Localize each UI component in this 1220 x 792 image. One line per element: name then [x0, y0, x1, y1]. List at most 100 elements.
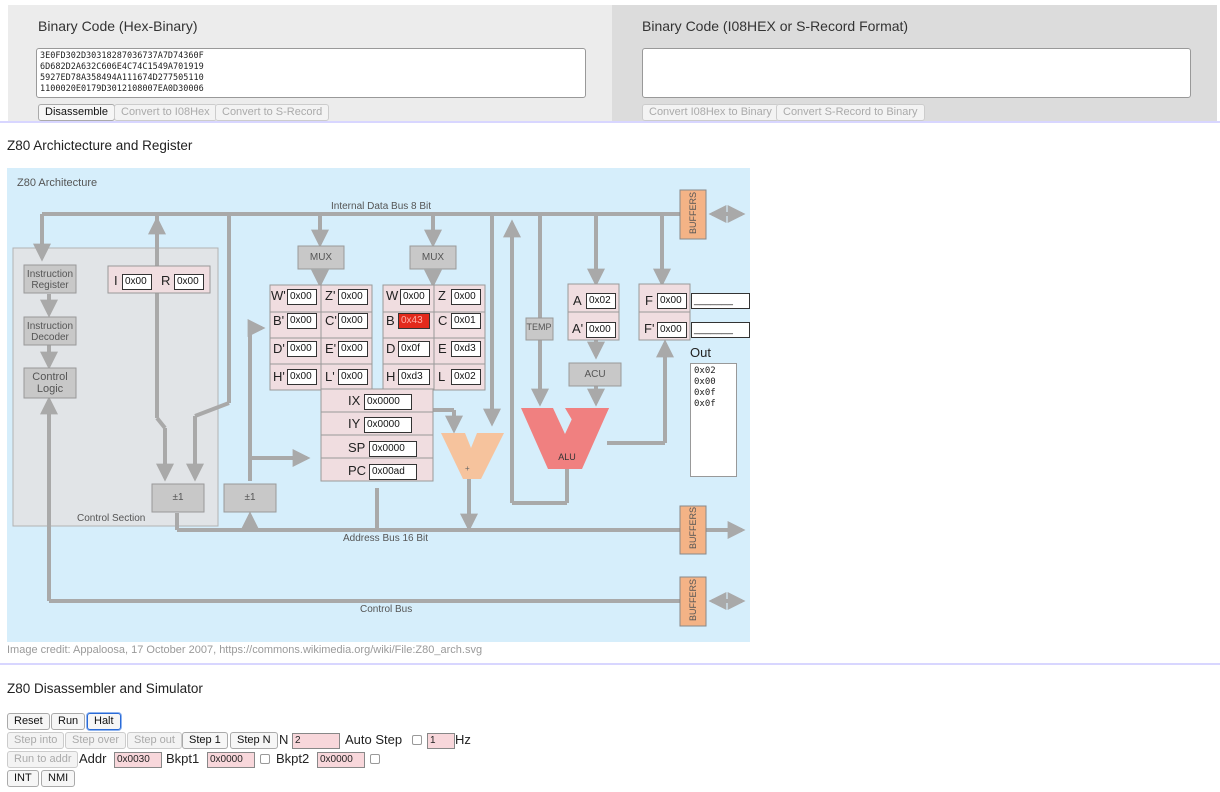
- reg-l-alt-input[interactable]: 0x00: [338, 369, 368, 385]
- hex-panel-title: Binary Code (Hex-Binary): [38, 18, 198, 34]
- addr-label: Addr: [79, 751, 107, 766]
- reg-a-alt-input[interactable]: 0x00: [586, 322, 616, 338]
- hex-code-input[interactable]: 3E0FD302D30318287036737A7D74360F 6D682D2…: [36, 48, 586, 98]
- ihex-panel-title: Binary Code (I08HEX or S-Record Format): [642, 18, 909, 34]
- reg-h-alt-input[interactable]: 0x00: [287, 369, 317, 385]
- z80-architecture-diagram: Z80 Architecture Internal Data Bus 8 Bit…: [7, 168, 750, 642]
- image-credit: Image credit: Appaloosa, 17 October 2007…: [7, 644, 483, 656]
- adder-label: +: [465, 464, 470, 473]
- hz-label: Hz: [455, 732, 471, 747]
- reg-label-z-alt: Z': [325, 288, 336, 303]
- run-button[interactable]: Run: [51, 713, 86, 730]
- reg-label-h-alt: H': [273, 369, 285, 384]
- diagram-title: Z80 Architecture: [17, 177, 98, 189]
- reg-iy-input[interactable]: 0x0000: [364, 417, 412, 433]
- step-n-button[interactable]: Step N: [230, 732, 278, 749]
- convert-to-i08hex-button[interactable]: Convert to I08Hex: [114, 104, 217, 121]
- reg-z-input[interactable]: 0x00: [451, 289, 481, 305]
- flags-f-bits-input[interactable]: _______: [691, 293, 750, 309]
- convert-to-srecord-button[interactable]: Convert to S-Record: [215, 104, 330, 121]
- instruction-register-box: [23, 264, 77, 294]
- halt-button[interactable]: Halt: [87, 713, 121, 730]
- step-n-input[interactable]: 2: [292, 733, 340, 749]
- ihex-code-input[interactable]: [642, 48, 1191, 98]
- reg-label-sp: SP: [348, 440, 366, 455]
- reg-label-w-alt: W': [271, 288, 286, 303]
- reg-c-alt-input[interactable]: 0x00: [338, 313, 368, 329]
- run-to-addr-button[interactable]: Run to addr: [7, 751, 79, 768]
- reg-label-pc: PC: [348, 463, 367, 478]
- ihex-panel: Binary Code (I08HEX or S-Record Format) …: [612, 5, 1217, 121]
- i08hex-to-binary-button[interactable]: Convert I08Hex to Binary: [642, 104, 779, 121]
- control-buffers-label: BUFFERS: [688, 579, 698, 622]
- reg-e-input[interactable]: 0xd3: [451, 341, 481, 357]
- reg-label-w: W: [386, 288, 399, 303]
- inc-left-label: ±1: [172, 492, 184, 503]
- bkpt2-input[interactable]: 0x0000: [317, 752, 365, 768]
- reg-d-input[interactable]: 0x0f: [398, 341, 430, 357]
- auto-step-checkbox[interactable]: [412, 735, 422, 745]
- reg-d-alt-input[interactable]: 0x00: [287, 341, 317, 357]
- auto-step-label: Auto Step: [345, 732, 403, 747]
- arch-section-title: Z80 Archictecture and Register: [7, 138, 193, 153]
- reg-label-iy: IY: [348, 416, 361, 431]
- data-buffers-label: BUFFERS: [688, 192, 698, 235]
- reg-l-input[interactable]: 0x02: [451, 369, 481, 385]
- mux-left-box: [297, 245, 345, 270]
- reg-w-input[interactable]: 0x00: [400, 289, 430, 305]
- reg-pc-input[interactable]: 0x00ad: [369, 464, 417, 480]
- reg-label-l-alt: L': [325, 369, 335, 384]
- control-buffers-box: [679, 576, 707, 627]
- reg-b-input[interactable]: 0x43: [398, 313, 430, 329]
- bkpt1-input[interactable]: 0x0000: [207, 752, 255, 768]
- addr-input[interactable]: 0x0030: [114, 752, 162, 768]
- reg-label-ix: IX: [348, 393, 361, 408]
- reg-r-input[interactable]: 0x00: [174, 274, 204, 290]
- reg-w-alt-input[interactable]: 0x00: [287, 289, 317, 305]
- disassemble-button[interactable]: Disassemble: [38, 104, 115, 121]
- reg-f-input[interactable]: 0x00: [657, 293, 687, 309]
- reg-c-input[interactable]: 0x01: [451, 313, 481, 329]
- reg-i-input[interactable]: 0x00: [122, 274, 152, 290]
- reg-ix-input[interactable]: 0x0000: [364, 394, 412, 410]
- reg-h-input[interactable]: 0xd3: [398, 369, 430, 385]
- step-out-button[interactable]: Step out: [127, 732, 182, 749]
- control-logic-box: [23, 367, 77, 399]
- reg-label-e-alt: E': [325, 341, 337, 356]
- internal-bus-label: Internal Data Bus 8 Bit: [331, 201, 432, 212]
- reg-label-d-alt: D': [273, 341, 285, 356]
- sim-section-title: Z80 Disassembler and Simulator: [7, 681, 203, 696]
- reg-label-r: R: [161, 273, 171, 288]
- divider: [0, 663, 1220, 665]
- reg-e-alt-input[interactable]: 0x00: [338, 341, 368, 357]
- reg-label-c: C: [438, 313, 448, 328]
- flags-f-alt-bits-input[interactable]: _______: [691, 322, 750, 338]
- bkpt2-checkbox[interactable]: [370, 754, 380, 764]
- address-buffers-label: BUFFERS: [688, 507, 698, 550]
- step-into-button[interactable]: Step into: [7, 732, 65, 749]
- reg-a-input[interactable]: 0x02: [586, 293, 616, 309]
- temp-box: [525, 317, 554, 341]
- srecord-to-binary-button[interactable]: Convert S-Record to Binary: [776, 104, 925, 121]
- reg-z-alt-input[interactable]: 0x00: [338, 289, 368, 305]
- inc-right-label: ±1: [244, 492, 256, 503]
- reg-f-alt-input[interactable]: 0x00: [657, 322, 687, 338]
- reg-b-alt-input[interactable]: 0x00: [287, 313, 317, 329]
- reg-sp-input[interactable]: 0x0000: [369, 441, 417, 457]
- step-over-button[interactable]: Step over: [65, 732, 127, 749]
- reg-label-i: I: [114, 273, 118, 288]
- out-textarea[interactable]: 0x02 0x00 0x0f 0x0f: [690, 363, 737, 477]
- acu-label: ACU: [584, 369, 606, 380]
- nmi-button[interactable]: NMI: [41, 770, 76, 787]
- int-button[interactable]: INT: [7, 770, 39, 787]
- reset-button[interactable]: Reset: [7, 713, 50, 730]
- reg-label-l: L: [438, 369, 446, 384]
- reg-label-c-alt: C': [325, 313, 337, 328]
- step-1-button[interactable]: Step 1: [182, 732, 228, 749]
- bkpt1-checkbox[interactable]: [260, 754, 270, 764]
- temp-label: TEMP: [526, 322, 552, 332]
- reg-label-f-alt: F': [644, 321, 655, 336]
- hz-input[interactable]: 1: [427, 733, 455, 749]
